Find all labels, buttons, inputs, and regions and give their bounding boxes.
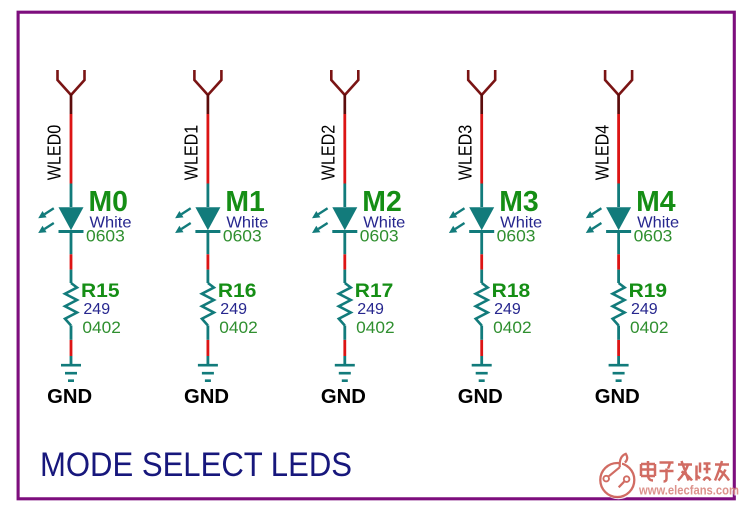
svg-text:GND: GND (458, 386, 503, 408)
svg-text:M1: M1 (225, 186, 264, 218)
svg-text:White: White (637, 215, 679, 232)
svg-text:R15: R15 (81, 281, 120, 302)
svg-text:R17: R17 (355, 281, 394, 302)
svg-text:M2: M2 (362, 186, 401, 218)
svg-text:M3: M3 (499, 186, 538, 218)
svg-text:0603: 0603 (360, 228, 399, 246)
svg-text:0402: 0402 (219, 319, 257, 337)
svg-text:R19: R19 (629, 281, 668, 302)
svg-text:GND: GND (321, 386, 366, 408)
svg-text:White: White (226, 215, 268, 232)
svg-text:0402: 0402 (493, 319, 531, 337)
svg-text:249: 249 (494, 301, 521, 318)
svg-text:White: White (90, 215, 132, 232)
svg-text:White: White (500, 215, 542, 232)
svg-text:www.elecfans.com: www.elecfans.com (638, 483, 739, 497)
svg-text:WLED0: WLED0 (45, 125, 65, 181)
svg-text:White: White (363, 215, 405, 232)
svg-text:WLED4: WLED4 (592, 125, 612, 181)
svg-text:0402: 0402 (82, 319, 121, 337)
svg-text:0603: 0603 (634, 228, 673, 246)
svg-text:www.elecfans.com: www.elecfans.com (639, 485, 740, 499)
svg-text:M4: M4 (636, 186, 676, 218)
svg-text:R16: R16 (218, 281, 257, 302)
svg-text:249: 249 (631, 301, 658, 318)
svg-text:R18: R18 (492, 281, 531, 302)
svg-text:GND: GND (595, 386, 640, 408)
svg-text:249: 249 (357, 301, 384, 318)
svg-text:WLED3: WLED3 (455, 125, 475, 181)
svg-text:GND: GND (184, 386, 229, 408)
svg-text:WLED2: WLED2 (319, 125, 339, 181)
svg-text:249: 249 (220, 301, 247, 318)
svg-text:GND: GND (47, 386, 92, 408)
svg-text:WLED1: WLED1 (182, 125, 202, 181)
svg-text:M0: M0 (89, 186, 128, 218)
svg-text:0603: 0603 (497, 228, 536, 246)
svg-text:0402: 0402 (630, 319, 669, 337)
svg-text:249: 249 (83, 301, 110, 318)
svg-text:0402: 0402 (356, 319, 395, 337)
svg-text:MODE SELECT LEDS: MODE SELECT LEDS (40, 446, 352, 484)
svg-text:0603: 0603 (86, 228, 125, 246)
svg-text:0603: 0603 (223, 228, 262, 246)
